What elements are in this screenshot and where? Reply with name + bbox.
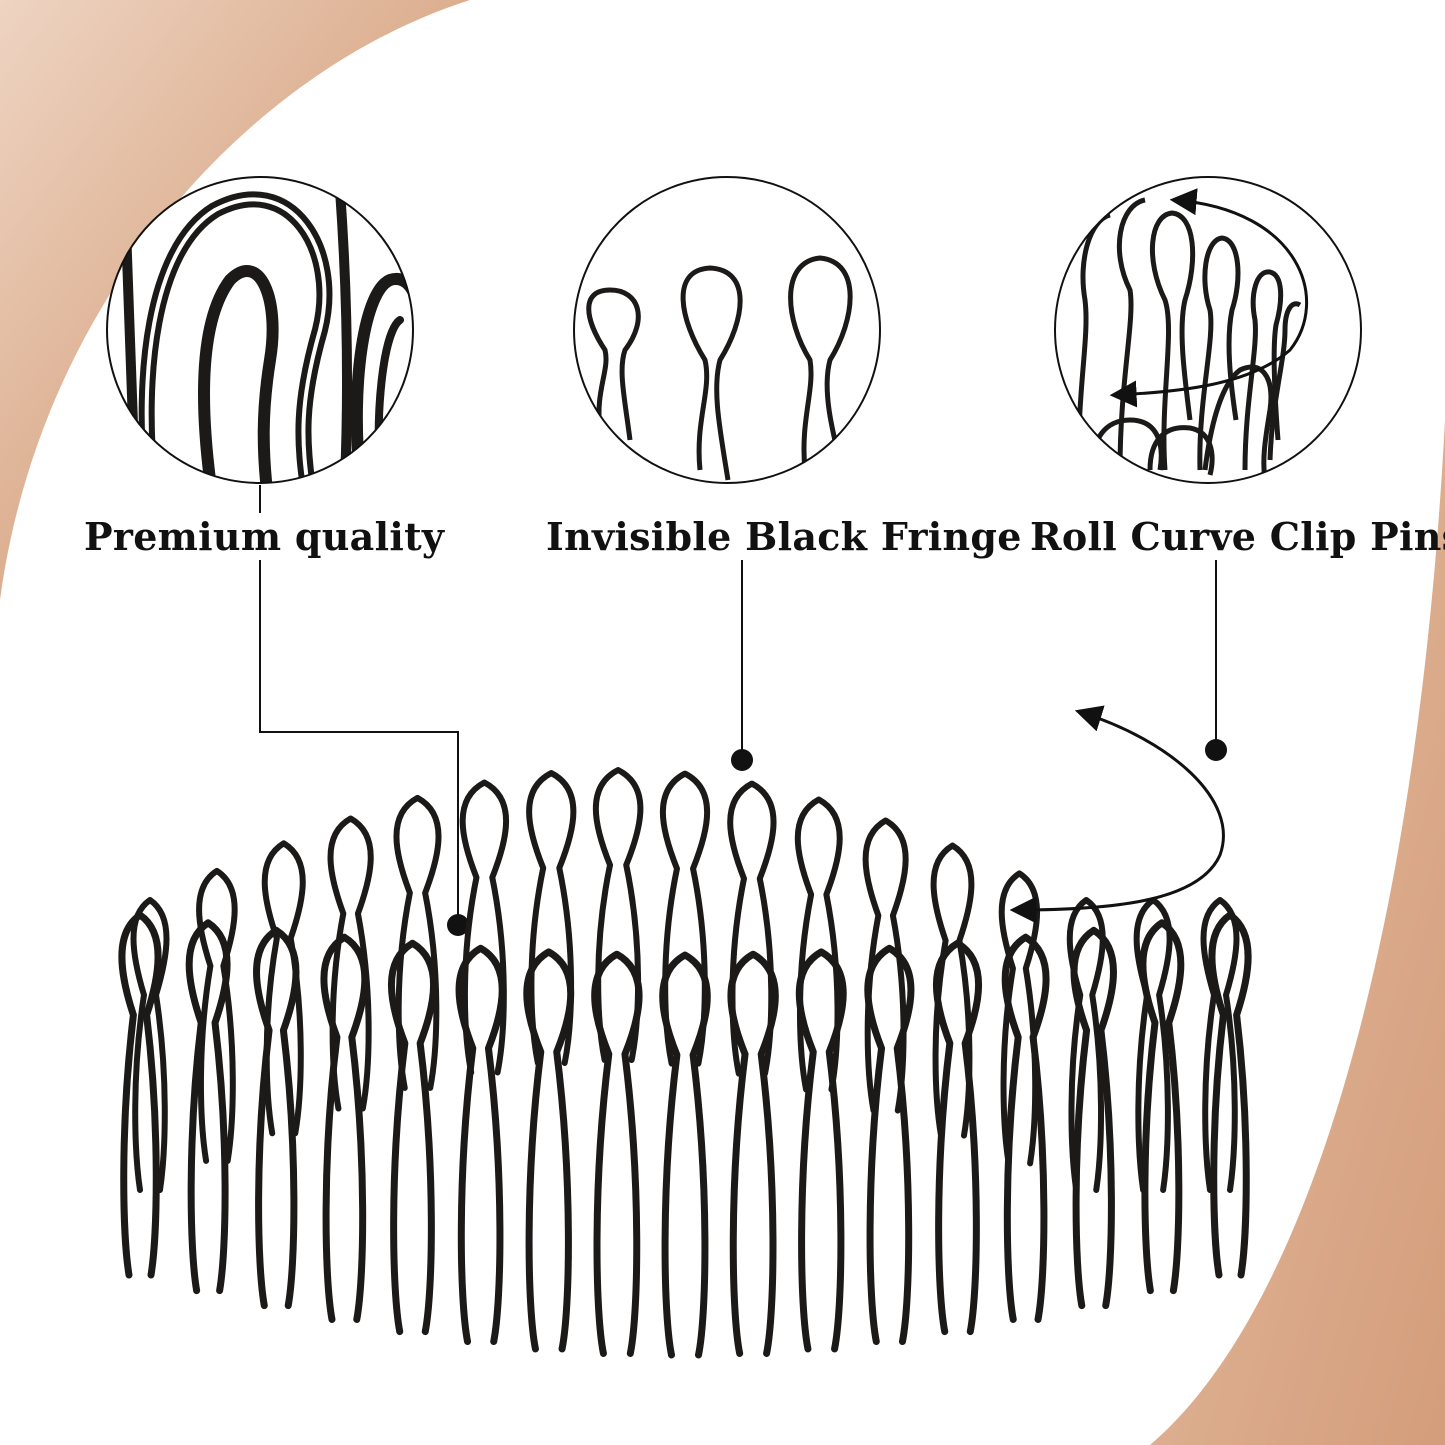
comb-front-loop xyxy=(455,944,506,1346)
comb-front-loop xyxy=(1070,926,1117,1310)
detail-circle-roll-curve xyxy=(1054,176,1362,484)
wavy-hair-comb-band xyxy=(118,767,1252,1359)
comb-front-row xyxy=(118,911,1252,1359)
comb-back-loop xyxy=(130,897,170,1193)
leader-dot-premium-quality xyxy=(447,914,469,936)
comb-back-row xyxy=(130,767,1240,1193)
leader-dot-roll-curve xyxy=(1205,739,1227,761)
comb-back-loop xyxy=(592,767,644,1064)
leader-lines xyxy=(259,485,1217,922)
comb-front-loop xyxy=(659,951,711,1359)
detail-circle-invisible-fringe xyxy=(573,176,881,484)
leader-line-premium-quality xyxy=(259,485,459,922)
three-loops-icon xyxy=(586,255,853,481)
comb-front-loop xyxy=(1139,919,1185,1295)
callout-label-premium-quality: Premium quality xyxy=(84,514,445,559)
callout-label-roll-curve: Roll Curve Clip Pins xyxy=(1030,514,1445,559)
comb-front-loop xyxy=(591,950,643,1357)
leader-dot-invisible-fringe xyxy=(731,749,753,771)
circle-rotation-arrows-icon xyxy=(1109,188,1308,408)
comb-front-loop xyxy=(523,948,575,1353)
comb-front-loop xyxy=(727,950,779,1357)
comb-front-loop xyxy=(185,919,231,1295)
background-swoosh-bottom-right xyxy=(1150,420,1445,1445)
background-swoosh-left xyxy=(0,0,470,600)
comb-back-loop xyxy=(327,815,374,1112)
comb-back-loop xyxy=(196,867,238,1164)
comb-front-loop xyxy=(1001,933,1050,1323)
comb-front-loop xyxy=(795,948,847,1353)
comb-front-loop xyxy=(118,911,162,1279)
comb-front-loop xyxy=(253,926,300,1310)
curved-rotation-arrows-icon xyxy=(1009,705,1225,924)
comb-front-loop xyxy=(1208,911,1252,1279)
comb-front-loop xyxy=(932,939,983,1336)
comb-back-loop xyxy=(1200,897,1240,1193)
callout-label-invisible-fringe: Invisible Black Fringe xyxy=(546,514,1022,559)
comb-front-loop xyxy=(320,933,369,1323)
comb-front-loop xyxy=(864,944,915,1346)
leader-dots xyxy=(447,739,1227,936)
comb-front-loop xyxy=(387,939,438,1336)
comb-back-loop xyxy=(660,770,710,1067)
detail-circle-premium-quality xyxy=(106,176,414,484)
comb-back-loop xyxy=(526,770,577,1067)
